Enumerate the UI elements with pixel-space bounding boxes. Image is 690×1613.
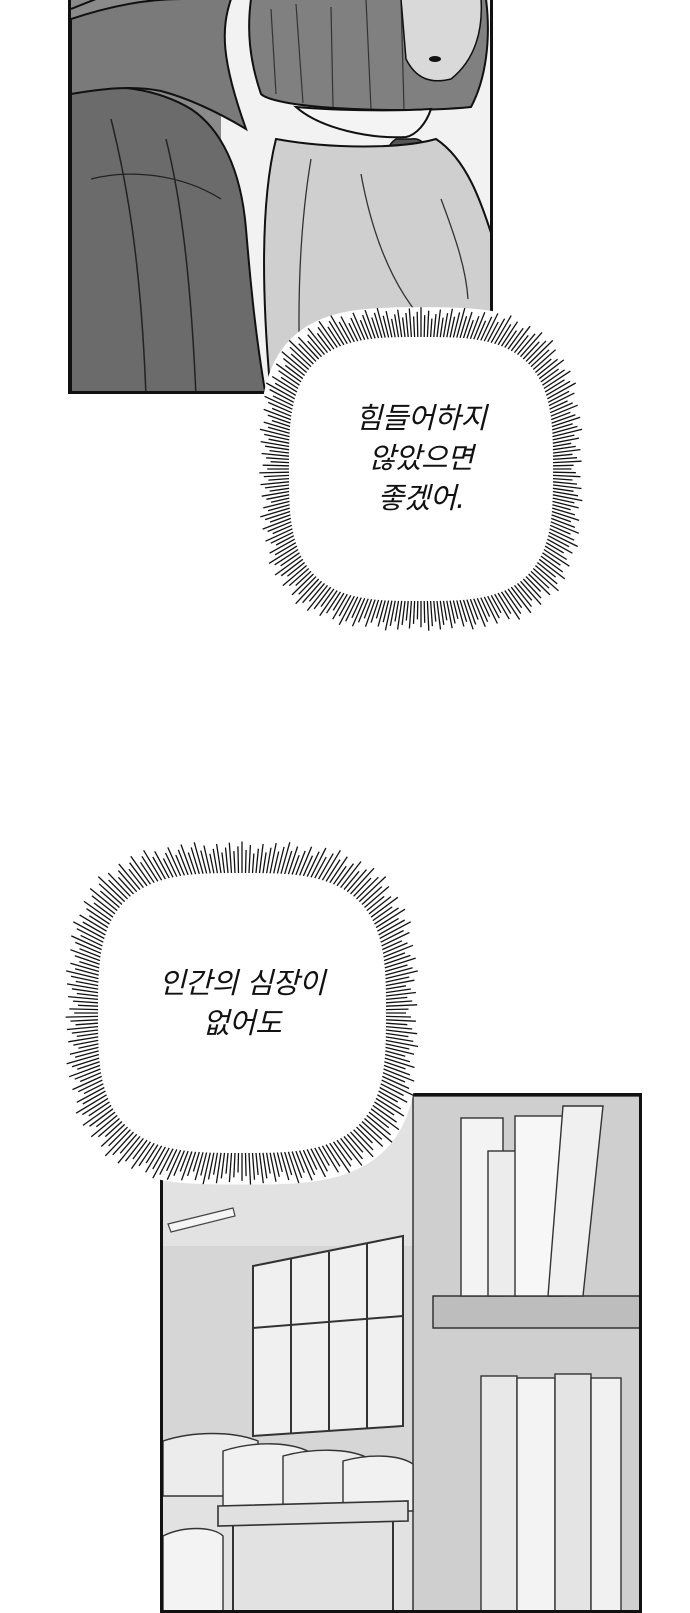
burst-fill bbox=[65, 841, 419, 1185]
comic-panel-characters bbox=[68, 0, 493, 394]
burst-rays bbox=[65, 841, 419, 1185]
bubble-1-line-1: 힘들어하지 bbox=[355, 401, 487, 435]
bubble-2-line-2: 없어도 bbox=[202, 1006, 282, 1040]
characters-illustration bbox=[71, 0, 490, 391]
comic-panel-classroom bbox=[160, 1093, 642, 1613]
bubble-1-text: 힘들어하지 않았으면 좋겠어. bbox=[256, 398, 586, 518]
classroom-illustration bbox=[163, 1096, 639, 1610]
bubble-1-line-3: 좋겠어. bbox=[377, 481, 465, 515]
burst-outline bbox=[65, 841, 419, 1185]
bubble-2-line-1: 인간의 심장이 bbox=[159, 966, 325, 1000]
bubble-1-line-2: 않았으면 bbox=[368, 441, 474, 475]
burst-rays bbox=[259, 307, 583, 631]
burst-outline bbox=[259, 307, 583, 631]
speech-bubble-2: 인간의 심장이 없어도 bbox=[62, 838, 422, 1188]
burst-fill bbox=[259, 307, 583, 631]
speech-bubble-1: 힘들어하지 않았으면 좋겠어. bbox=[256, 304, 586, 634]
bubble-2-text: 인간의 심장이 없어도 bbox=[62, 963, 422, 1043]
